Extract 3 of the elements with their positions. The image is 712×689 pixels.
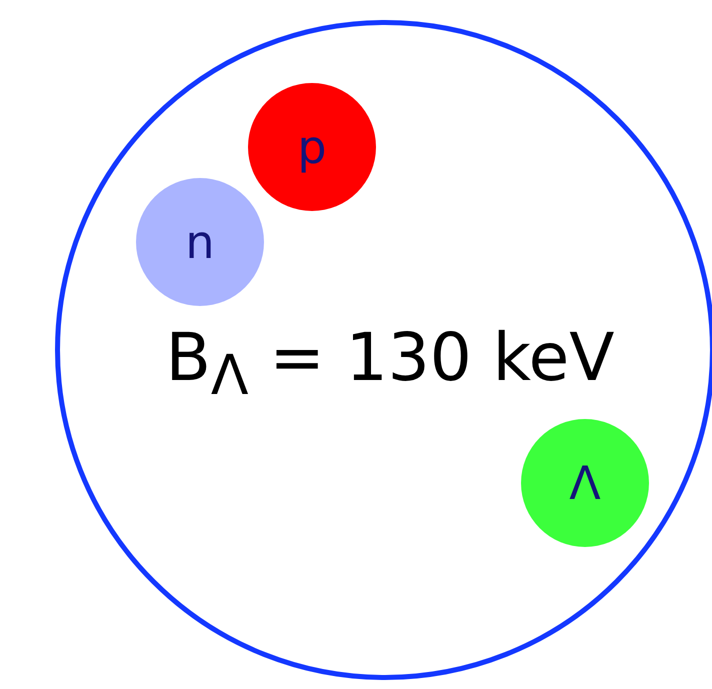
binding-energy-label: B$_{Λ}$ = 130 keV: [166, 325, 614, 404]
particle-label: n: [185, 219, 215, 265]
particle-label: Λ: [569, 460, 601, 506]
